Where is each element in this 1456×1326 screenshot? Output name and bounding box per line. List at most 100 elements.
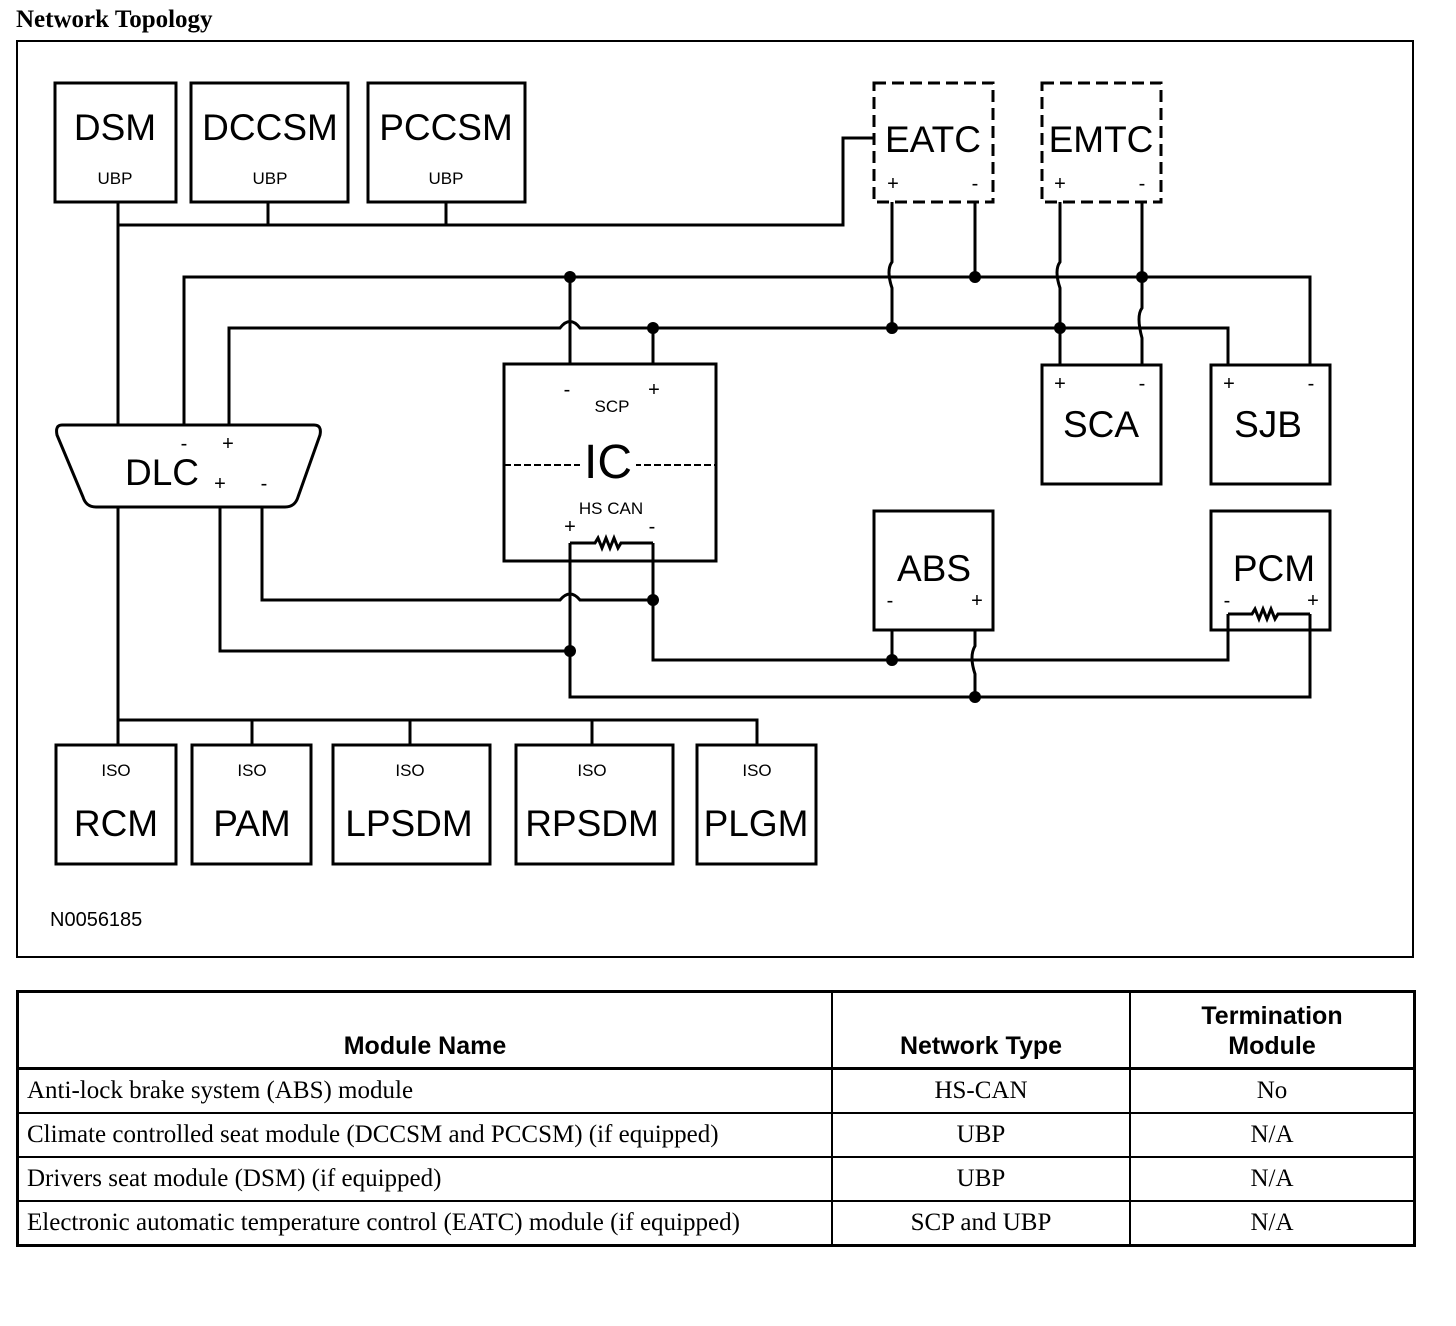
plus-terminal: + — [564, 516, 576, 538]
module-sca[interactable]: SCA + - — [1040, 363, 1163, 486]
header-termination-module: Termination Module — [1129, 990, 1416, 1070]
cell-module: Climate controlled seat module (DCCSM an… — [16, 1112, 833, 1158]
module-name: SCA — [1063, 404, 1139, 445]
module-plgm[interactable]: ISO PLGM — [695, 743, 818, 866]
minus-terminal: - — [1224, 590, 1231, 612]
hscan-minus-wire — [260, 507, 1230, 662]
module-pccsm[interactable]: PCCSM UBP — [366, 81, 527, 204]
network-label: UBP — [429, 169, 464, 188]
plus-terminal: + — [887, 173, 899, 195]
network-label: HS CAN — [579, 499, 643, 518]
junction-dot — [647, 594, 659, 606]
cell-network: UBP — [831, 1112, 1131, 1158]
module-network-table: Module Name Network Type Termination Mod… — [16, 990, 1416, 1247]
module-name: DCCSM — [202, 107, 338, 148]
plus-terminal: + — [1054, 173, 1066, 195]
network-label: UBP — [98, 169, 133, 188]
network-label: ISO — [577, 761, 606, 780]
network-label: ISO — [395, 761, 424, 780]
module-name: PCCSM — [379, 107, 513, 148]
junction-dot — [969, 271, 981, 283]
junction-dot — [1054, 322, 1066, 334]
minus-terminal: - — [1139, 173, 1146, 195]
cell-termination: N/A — [1129, 1200, 1416, 1247]
junction-dot — [886, 322, 898, 334]
header-network-type: Network Type — [831, 990, 1131, 1070]
module-name: PCM — [1233, 548, 1315, 589]
module-name: SJB — [1234, 404, 1302, 445]
cell-network: HS-CAN — [831, 1067, 1131, 1114]
junction-dot — [564, 645, 576, 657]
module-name: EATC — [885, 119, 981, 160]
module-name: RCM — [74, 803, 158, 844]
ic-resistor — [570, 533, 653, 553]
table-row: Drivers seat module (DSM) (if equipped) … — [16, 1156, 1416, 1202]
module-abs[interactable]: ABS - + — [872, 509, 995, 632]
plus-terminal: + — [648, 379, 660, 401]
module-name: RPSDM — [525, 803, 659, 844]
network-topology-diagram: DSM UBP DCCSM UBP PCCSM UBP EATC + - EMT… — [50, 81, 1332, 931]
module-dsm[interactable]: DSM UBP — [53, 81, 178, 204]
junction-dot — [564, 271, 576, 283]
junction-dot — [886, 654, 898, 666]
module-lpsdm[interactable]: ISO LPSDM — [331, 743, 492, 866]
module-emtc[interactable]: EMTC + - — [1040, 81, 1163, 204]
cell-module: Electronic automatic temperature control… — [16, 1200, 833, 1247]
module-dccsm[interactable]: DCCSM UBP — [189, 81, 350, 204]
header-termination-line1: Termination — [1201, 1002, 1343, 1030]
plus-terminal: + — [1307, 590, 1319, 612]
module-name: EMTC — [1049, 119, 1154, 160]
cell-network: SCP and UBP — [831, 1200, 1131, 1247]
junction-dot — [969, 691, 981, 703]
module-name: PAM — [213, 803, 290, 844]
minus-terminal: - — [564, 379, 571, 401]
plus-terminal: + — [222, 433, 234, 455]
module-sjb[interactable]: SJB + - — [1209, 363, 1332, 486]
network-label: UBP — [253, 169, 288, 188]
module-ic[interactable]: IC SCP - + HS CAN + - — [502, 362, 718, 563]
module-eatc[interactable]: EATC + - — [872, 81, 995, 204]
page-title: Network Topology — [16, 6, 213, 33]
network-label: ISO — [742, 761, 771, 780]
junction-dot — [1136, 271, 1148, 283]
module-name: LPSDM — [345, 803, 472, 844]
ubp-bus-wire — [116, 136, 874, 425]
minus-terminal: - — [887, 590, 894, 612]
junction-dot — [647, 322, 659, 334]
module-name: PLGM — [704, 803, 809, 844]
module-name: IC — [584, 436, 632, 489]
module-pcm[interactable]: PCM - + — [1209, 509, 1332, 632]
network-label: SCP — [595, 397, 630, 416]
plus-terminal: + — [1223, 373, 1235, 395]
module-name: ABS — [897, 548, 971, 589]
diagram-frame — [16, 40, 1414, 958]
table-row: Anti-lock brake system (ABS) module HS-C… — [16, 1067, 1416, 1114]
module-dlc[interactable]: DLC - + + - — [55, 423, 322, 509]
plus-terminal: + — [1054, 373, 1066, 395]
scp-plus-bus — [227, 202, 1230, 425]
pcm-resistor — [1228, 604, 1310, 624]
cell-termination: N/A — [1129, 1156, 1416, 1202]
iso-bus-wire — [116, 507, 759, 745]
module-name: DSM — [74, 107, 156, 148]
plus-terminal: + — [971, 590, 983, 612]
cell-module: Anti-lock brake system (ABS) module — [16, 1067, 833, 1114]
module-pam[interactable]: ISO PAM — [190, 743, 313, 866]
plus-terminal: + — [214, 473, 226, 495]
hscan-plus-wire — [218, 507, 1312, 699]
minus-terminal: - — [261, 473, 268, 495]
header-termination-line2: Module — [1228, 1032, 1316, 1060]
header-module-name: Module Name — [16, 990, 833, 1070]
minus-terminal: - — [972, 173, 979, 195]
cell-network: UBP — [831, 1156, 1131, 1202]
network-label: ISO — [101, 761, 130, 780]
minus-terminal: - — [181, 433, 188, 455]
network-label: ISO — [237, 761, 266, 780]
cell-termination: No — [1129, 1067, 1416, 1114]
table-row: Electronic automatic temperature control… — [16, 1200, 1416, 1247]
module-name: DLC — [125, 452, 199, 493]
table-header-row: Module Name Network Type Termination Mod… — [16, 990, 1416, 1070]
module-rpsdm[interactable]: ISO RPSDM — [514, 743, 675, 866]
cell-termination: N/A — [1129, 1112, 1416, 1158]
module-rcm[interactable]: ISO RCM — [54, 743, 178, 866]
